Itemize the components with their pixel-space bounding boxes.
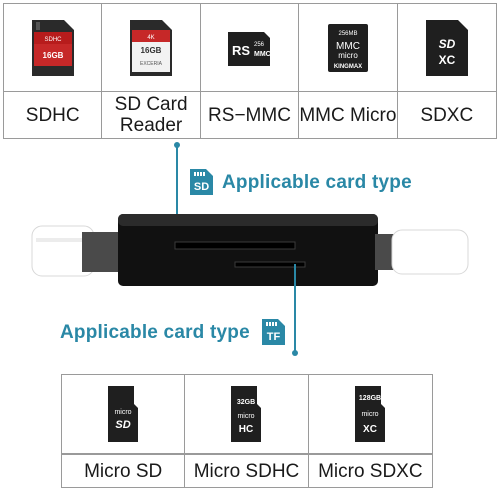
- card-type-label: Micro SDHC: [185, 454, 309, 487]
- card-text: EXCERIA: [140, 61, 163, 67]
- card-text: KINGMAX: [334, 64, 362, 70]
- card-type-label: Micro SD: [62, 454, 186, 487]
- card-type-label: MMC Micro: [299, 92, 398, 138]
- sd-applicable-label: Applicable card type: [222, 172, 412, 193]
- card-text: XC: [438, 53, 455, 67]
- card-text: micro: [238, 413, 255, 420]
- sd-badge-icon: SD: [190, 169, 213, 195]
- mmc-micro-card-image: 256MB MMC micro KINGMAX: [299, 4, 398, 92]
- sd-card-image: 4K 16GB EXCERIA: [102, 4, 201, 92]
- card-type-label: RS−MMC: [201, 92, 300, 138]
- card-text: HC: [239, 424, 253, 435]
- card-text: micro: [115, 409, 132, 416]
- card-text: XC: [363, 424, 377, 435]
- sd-leader-line: [176, 146, 178, 239]
- leader-dot: [292, 350, 298, 356]
- full-size-card-table: SDHC 16GB 4K 16GB EXCERIA RS 256 MMC 256…: [3, 3, 497, 139]
- card-text: 4K: [147, 35, 154, 41]
- rs-mmc-card-image: RS 256 MMC: [200, 4, 300, 92]
- card-type-label: SD Card Reader: [102, 92, 201, 138]
- micro-card-table: micro SD 32GB micro HC 128GB micro XC Mi…: [61, 374, 433, 488]
- card-text: SDHC: [44, 37, 62, 43]
- card-text: 128GB: [359, 395, 381, 402]
- micro-sdhc-card-image: 32GB micro HC: [185, 375, 309, 454]
- card-text: 256MB: [338, 31, 357, 37]
- leader-dot: [174, 142, 180, 148]
- card-text: micro: [338, 51, 358, 60]
- tf-applicable-label: Applicable card type: [60, 322, 250, 343]
- card-type-label: Micro SDXC: [308, 454, 432, 487]
- tf-badge-icon: TF: [262, 319, 285, 345]
- card-text: MMC: [254, 51, 271, 58]
- card-text: 16GB: [42, 51, 63, 60]
- micro-sd-card-image: micro SD: [62, 375, 186, 454]
- card-text: 32GB: [237, 399, 255, 406]
- card-text: MMC: [336, 41, 360, 52]
- card-type-label: SDXC: [420, 104, 474, 126]
- card-text: SD: [116, 419, 131, 431]
- card-text: RS: [232, 43, 250, 58]
- sdhc-card-image: SDHC 16GB: [4, 4, 103, 92]
- tf-leader-line: [294, 264, 296, 352]
- card-text: micro: [362, 411, 379, 418]
- card-text: 256: [254, 42, 265, 48]
- card-text: SD: [438, 37, 455, 51]
- card-reader-device: [31, 214, 469, 286]
- card-text: 16GB: [141, 46, 162, 55]
- sdxc-card-image: SD XC: [397, 4, 496, 92]
- micro-sdxc-card-image: 128GB micro XC: [308, 375, 432, 454]
- card-type-label: SDHC: [4, 92, 103, 138]
